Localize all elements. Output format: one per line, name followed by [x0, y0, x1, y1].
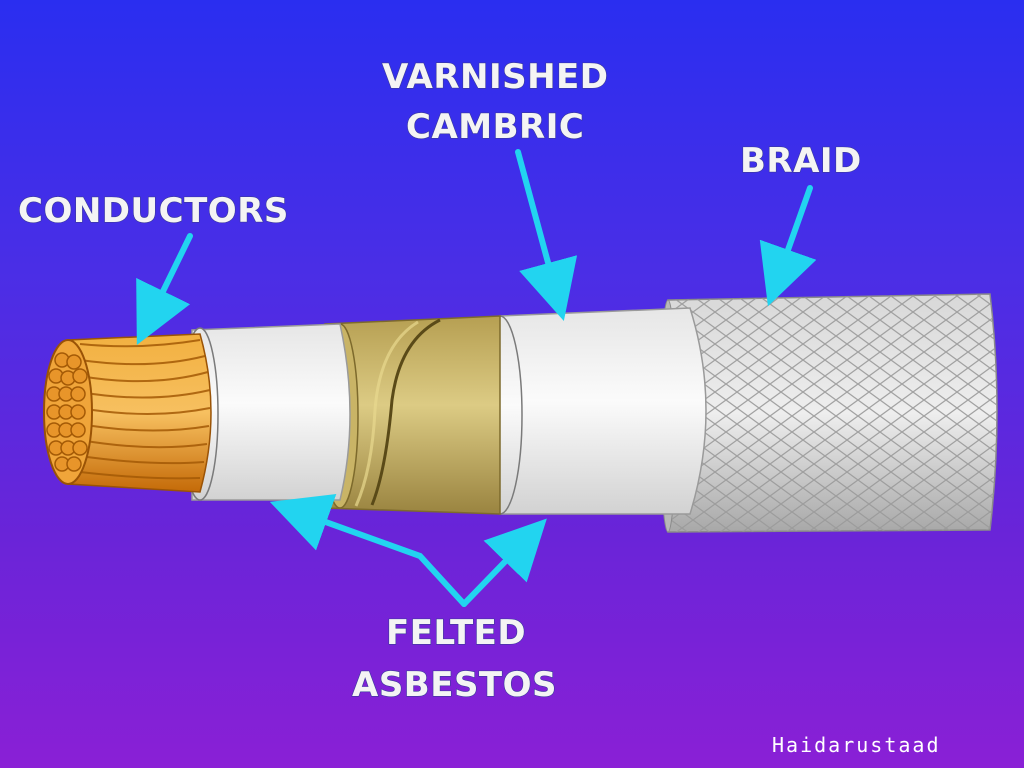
varnished-cambric-arrow — [515, 149, 578, 321]
varnished-cambric-label-line2: CAMBRIC — [406, 107, 584, 147]
conductor-strands — [43, 333, 212, 493]
braid-layer — [659, 293, 998, 533]
outer-felt-layer — [474, 307, 707, 515]
braid-arrow — [759, 185, 817, 307]
braid-label: BRAID — [740, 141, 862, 181]
felted-asbestos-label-line1: FELTED — [386, 613, 526, 653]
watermark: Haidarustaad — [772, 733, 941, 757]
varnished-cambric-label-line1: VARNISHED — [382, 57, 609, 97]
felted-asbestos-arrow-left — [269, 493, 467, 607]
felted-asbestos-label-line2: ASBESTOS — [352, 665, 557, 705]
felted-asbestos-arrow-right — [461, 518, 547, 607]
strand-ends — [46, 352, 88, 472]
conductors-label: CONDUCTORS — [18, 191, 289, 231]
conductors-arrow — [136, 233, 193, 345]
